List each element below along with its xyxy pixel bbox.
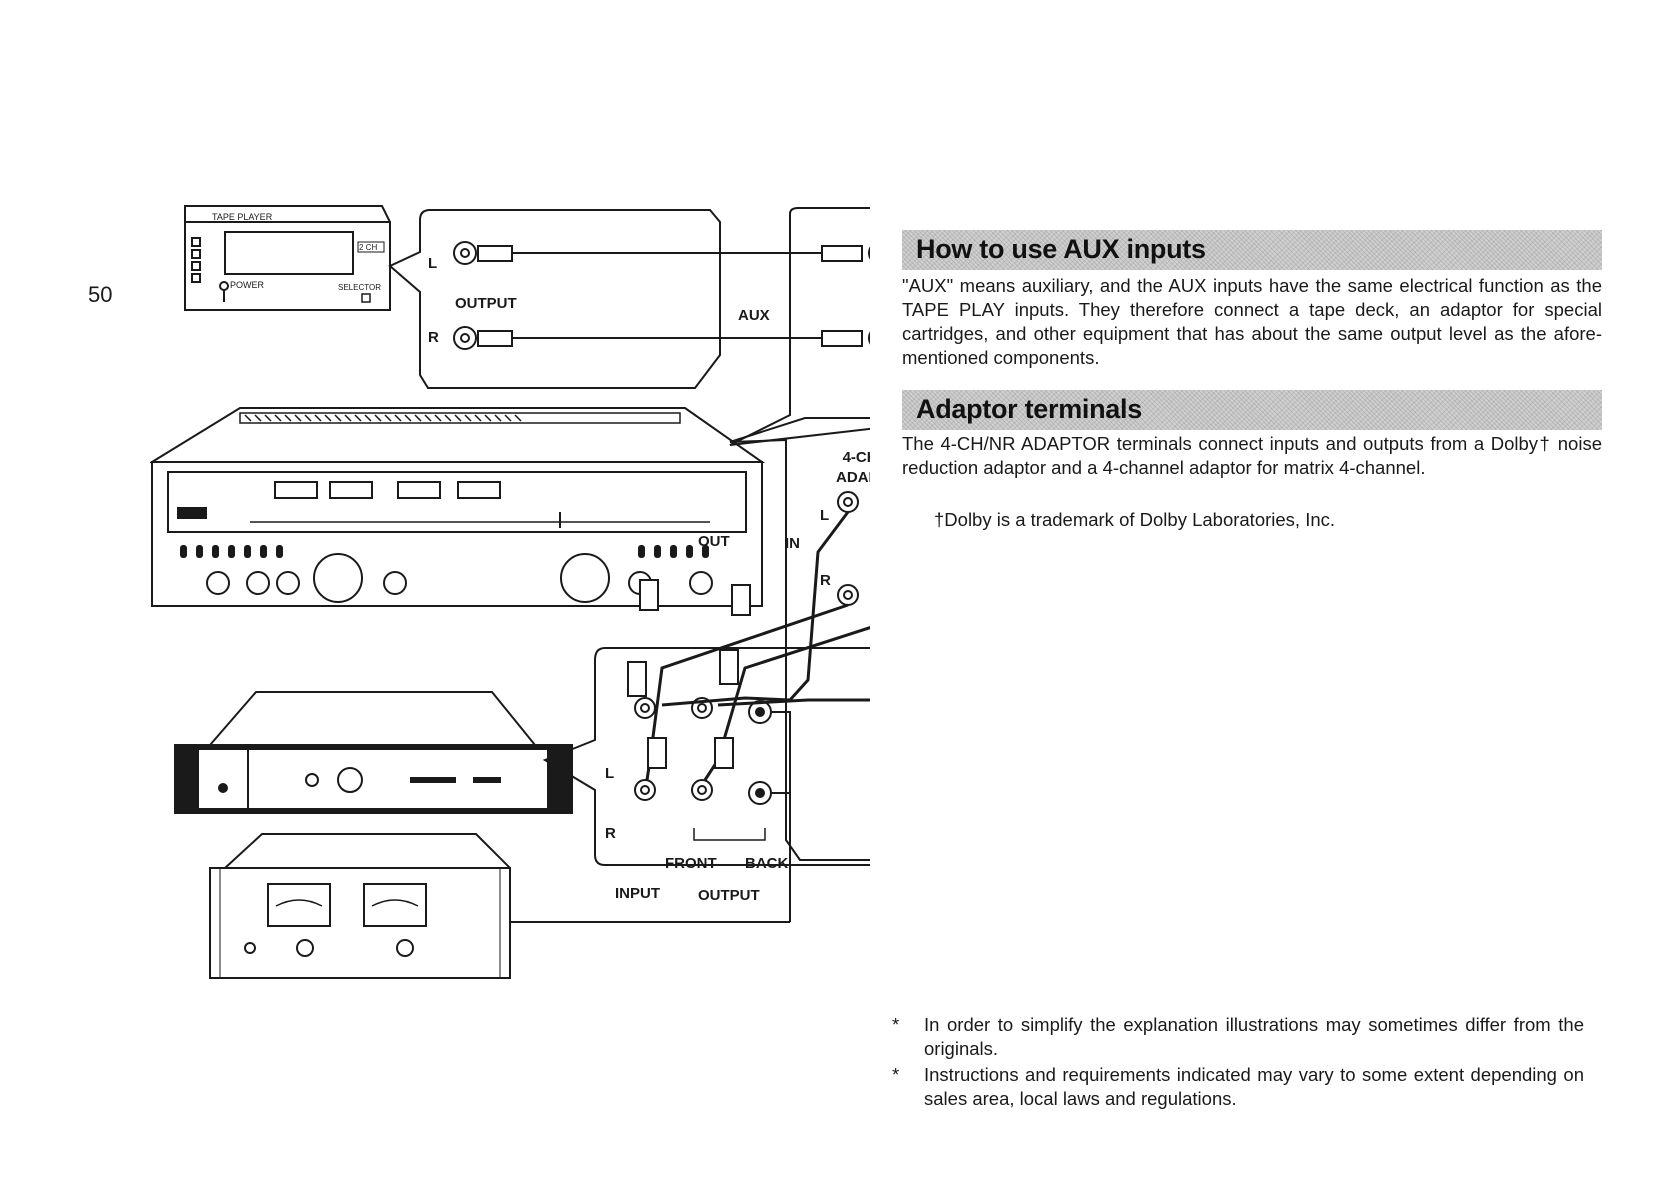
adaptor-device-illustration: [174, 691, 573, 814]
aux-label: AUX: [738, 307, 770, 324]
heading-aux-inputs: How to use AUX inputs: [902, 230, 1602, 270]
adaptor-title-line1: 4-CH/NR: [843, 449, 870, 466]
device-input-label: INPUT: [615, 885, 660, 902]
tape-output-left-label: L: [428, 255, 437, 272]
note-text: In order to simplify the explanation ill…: [924, 1014, 1584, 1059]
adaptor-in-label: IN: [785, 535, 800, 552]
adaptor-device-details: [218, 777, 501, 793]
connection-diagram: TAPE PLAYER 2 CH POWER SELECTOR L R OUTP…: [150, 205, 870, 979]
aux-inputs-paragraph: "AUX" means auxiliary, and the AUX input…: [902, 275, 1602, 368]
note-text: Instructions and requirements indicated …: [924, 1064, 1584, 1109]
tape-player-badge: 2 CH: [359, 243, 377, 252]
power-amplifier-illustration: [209, 833, 511, 979]
adaptor-out-label: OUT: [698, 533, 730, 550]
tape-player-title: TAPE PLAYER: [212, 212, 273, 222]
page-number: 50: [88, 282, 113, 307]
receiver-buttons: [180, 545, 709, 558]
adaptor-right-label: R: [820, 572, 831, 589]
adaptor-left-label: L: [820, 507, 829, 524]
heading-adaptor-terminals: Adaptor terminals: [902, 390, 1602, 430]
device-front-label: FRONT: [665, 855, 717, 872]
adaptor-device-rear-panel: [542, 647, 870, 922]
adaptor-title-line2: ADAPTOR: [836, 469, 870, 486]
tape-output-right-label: R: [428, 329, 439, 346]
aux-panel: [729, 207, 870, 446]
adaptor-cables: [645, 511, 870, 781]
device-left-label: L: [605, 765, 614, 782]
note-marker: *: [892, 1064, 900, 1085]
tape-player-power-label: POWER: [230, 280, 265, 290]
heading-adaptor-terminals-text: Adaptor terminals: [916, 394, 1142, 424]
device-right-label: R: [605, 825, 616, 842]
device-output-label: OUTPUT: [698, 887, 760, 904]
dolby-trademark-footnote: †Dolby is a trademark of Dolby Laborator…: [934, 509, 1336, 530]
receiver-illustration: [150, 407, 766, 607]
tape-player-selector-label: SELECTOR: [338, 283, 381, 292]
tape-output-panel: [388, 209, 822, 389]
note-marker: *: [892, 1014, 900, 1035]
tape-output-label: OUTPUT: [455, 295, 517, 312]
adaptor-terminals-paragraph: The 4-CH/NR ADAPTOR terminals connect in…: [902, 433, 1602, 478]
device-back-label: BACK: [745, 855, 788, 872]
heading-aux-inputs-text: How to use AUX inputs: [916, 234, 1206, 264]
cable-plugs: [627, 579, 751, 769]
